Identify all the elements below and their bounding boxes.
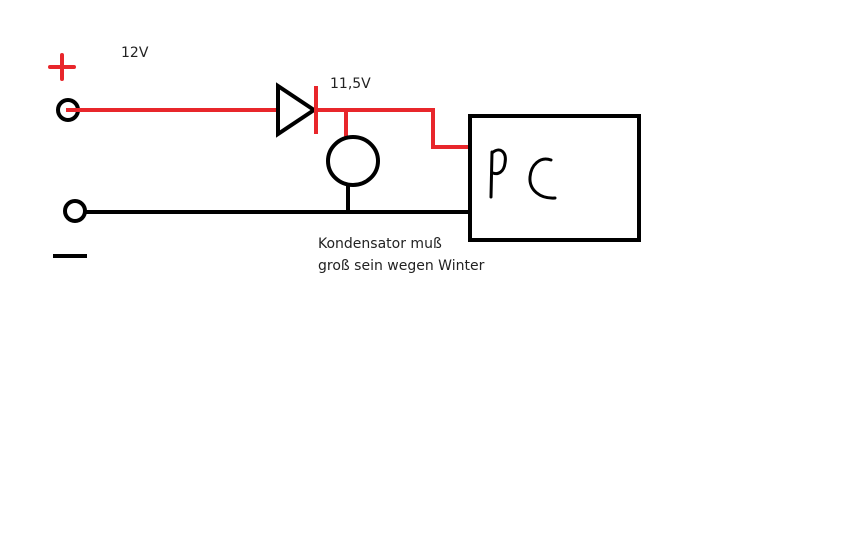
pc-letter-p bbox=[489, 148, 507, 199]
positive-wire-out bbox=[316, 108, 472, 149]
diode-symbol bbox=[276, 82, 318, 138]
plus-sign bbox=[48, 53, 76, 81]
capacitor-circle bbox=[326, 135, 380, 187]
pc-box bbox=[468, 114, 641, 242]
pc-letter-c bbox=[528, 157, 557, 200]
voltage-in-label: 12V bbox=[121, 45, 149, 61]
voltage-out-label: 11,5V bbox=[330, 76, 371, 92]
note-line-1: Kondensator muß bbox=[318, 236, 442, 252]
note-line-2: groß sein wegen Winter bbox=[318, 258, 485, 274]
negative-terminal bbox=[63, 199, 87, 223]
